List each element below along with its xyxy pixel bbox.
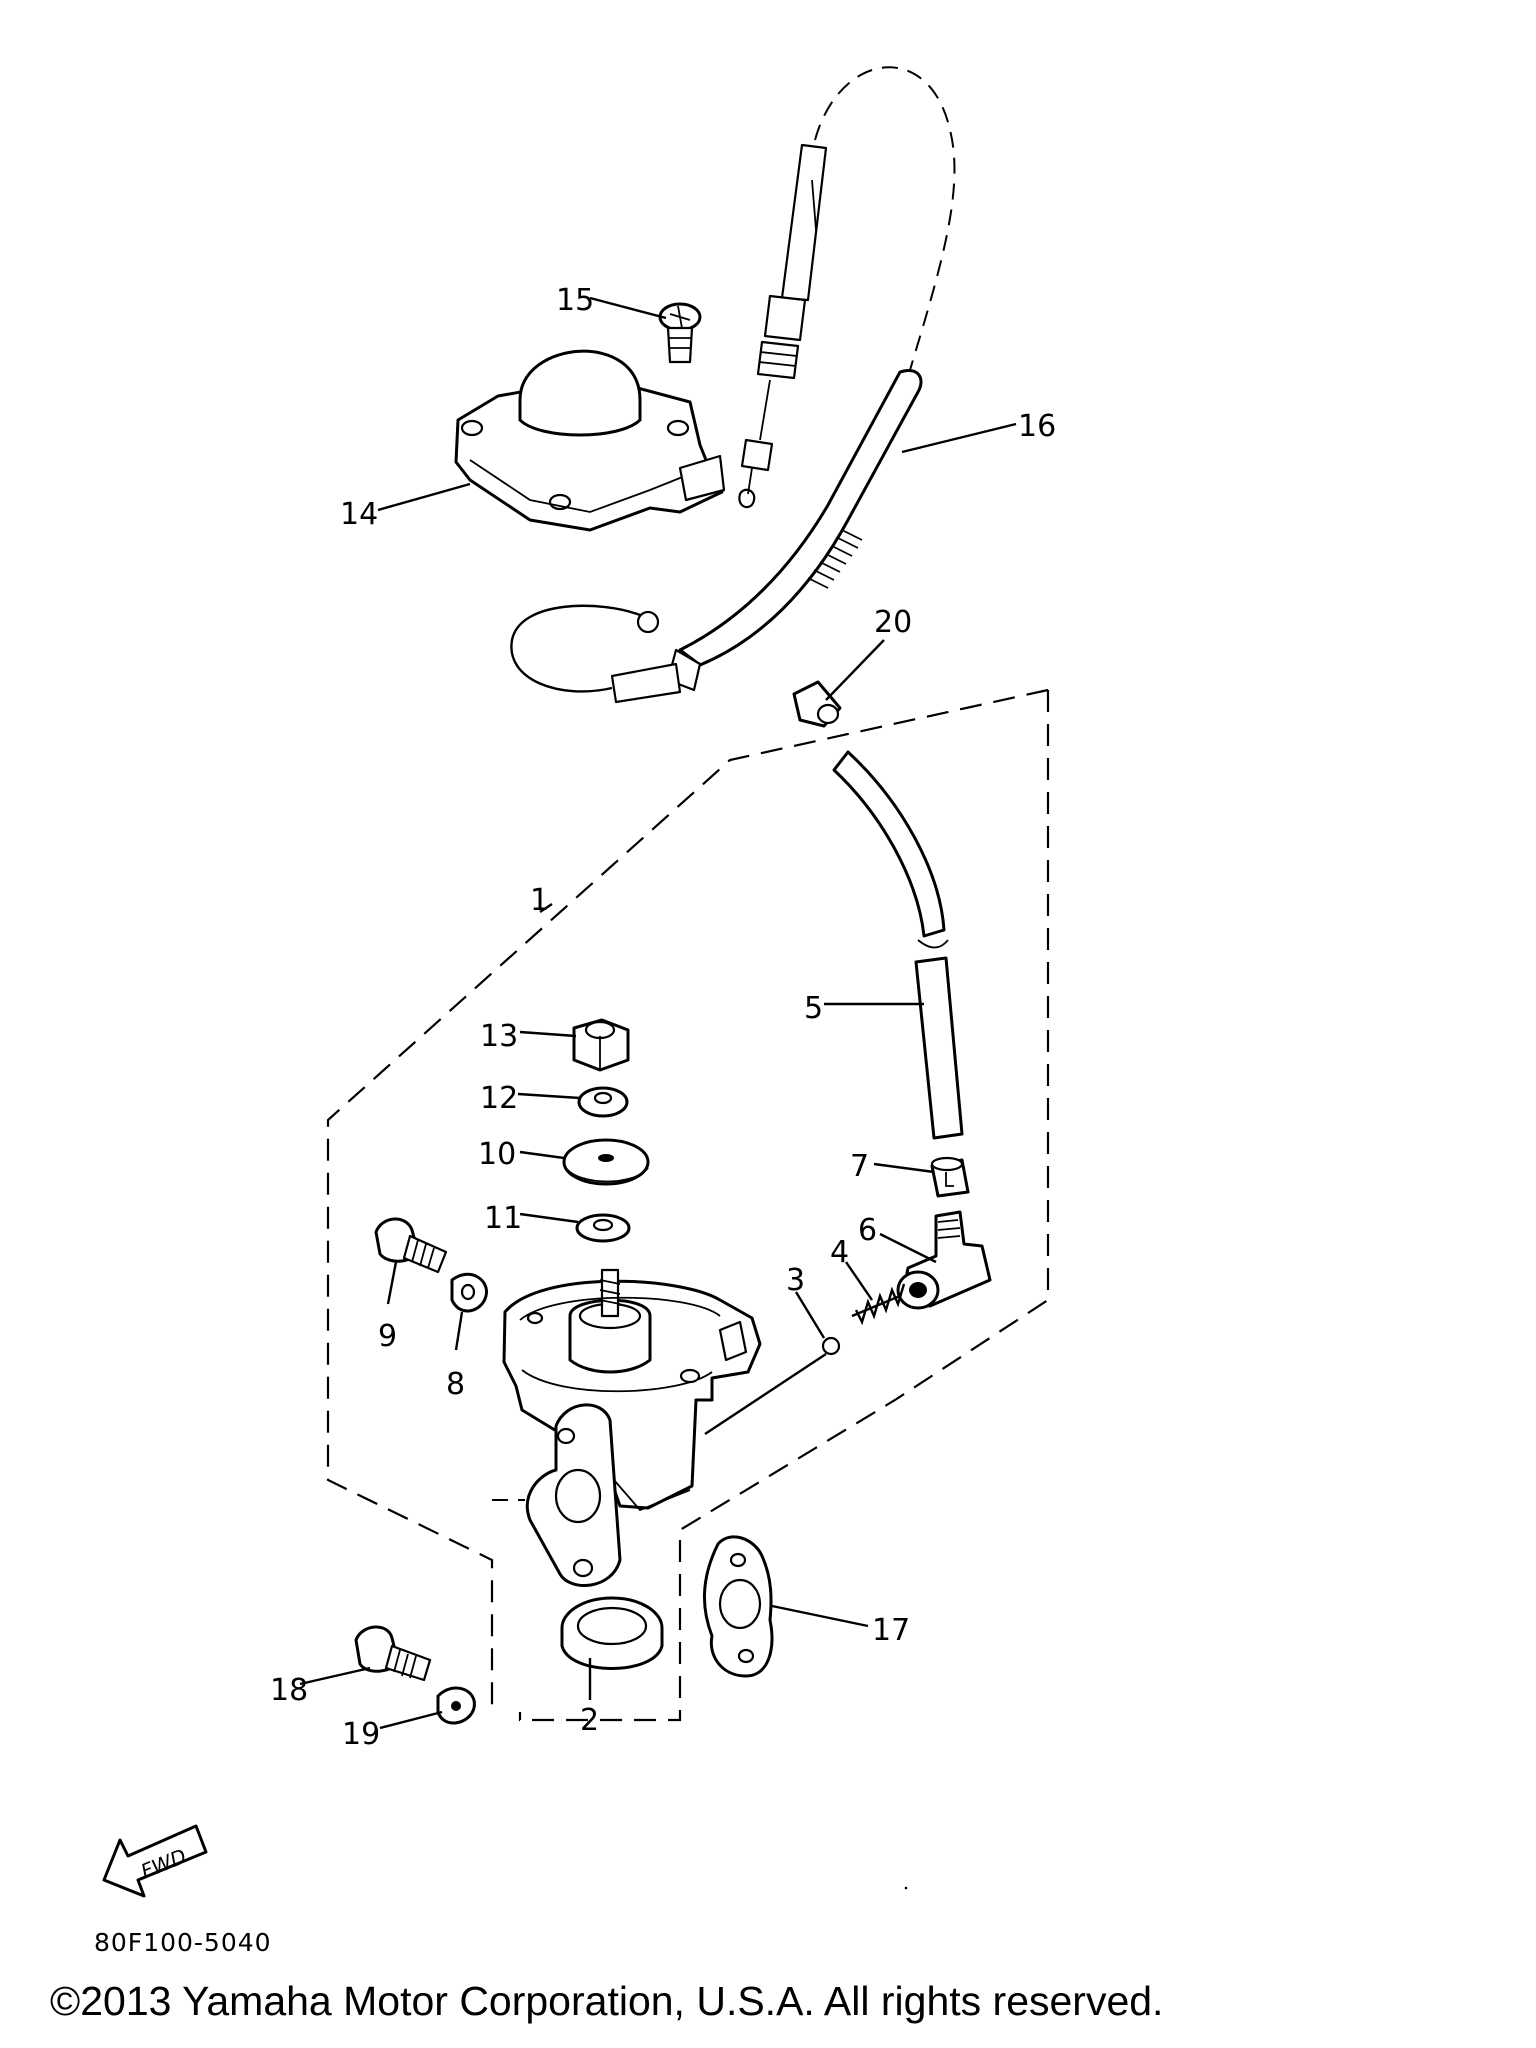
fwd-arrow-icon: FWD bbox=[102, 1824, 208, 1898]
callout-5: 5 bbox=[804, 991, 823, 1026]
diaphragm-plate-10 bbox=[562, 1138, 650, 1186]
washer-8 bbox=[450, 1272, 488, 1313]
callout-20: 20 bbox=[874, 605, 912, 640]
callout-14: 14 bbox=[340, 497, 378, 532]
callout-12: 12 bbox=[480, 1081, 518, 1116]
pump-body bbox=[502, 1268, 762, 1587]
washer-19 bbox=[436, 1686, 476, 1725]
cable-assembly bbox=[510, 66, 956, 704]
oil-seal-2 bbox=[560, 1596, 664, 1670]
bolt-9 bbox=[374, 1217, 448, 1274]
elbow-fitting-6 bbox=[896, 1210, 992, 1310]
callout-13: 13 bbox=[480, 1019, 518, 1054]
callout-10: 10 bbox=[478, 1137, 516, 1172]
callout-11: 11 bbox=[484, 1201, 522, 1236]
callout-17: 17 bbox=[872, 1613, 910, 1648]
callout-18: 18 bbox=[270, 1673, 308, 1708]
diagram-part-code: 80F100-5040 bbox=[94, 1928, 272, 1957]
ball-3 bbox=[821, 1336, 841, 1356]
speck bbox=[904, 1886, 908, 1890]
clip-7 bbox=[930, 1156, 970, 1198]
screw-15 bbox=[658, 302, 702, 364]
pump-cover-14 bbox=[454, 349, 726, 532]
callout-3: 3 bbox=[786, 1263, 805, 1298]
copyright-notice: ©2013 Yamaha Motor Corporation, U.S.A. A… bbox=[50, 1978, 1164, 2024]
callout-4: 4 bbox=[830, 1235, 849, 1270]
washer-11 bbox=[575, 1213, 631, 1243]
callout-8: 8 bbox=[446, 1367, 465, 1402]
callout-2: 2 bbox=[580, 1703, 599, 1738]
callout-1: 1 bbox=[530, 883, 549, 918]
callout-6: 6 bbox=[858, 1213, 877, 1248]
washer-12 bbox=[577, 1086, 629, 1118]
callout-16: 16 bbox=[1018, 409, 1056, 444]
callout-labels: 15 16 14 20 1 13 12 10 11 5 7 6 4 3 9 8 … bbox=[270, 283, 1056, 1752]
nut-13 bbox=[572, 1018, 630, 1072]
hose-5 bbox=[832, 750, 964, 1140]
callout-9: 9 bbox=[378, 1319, 397, 1354]
gasket-17 bbox=[703, 1535, 774, 1678]
leader-lines bbox=[299, 296, 1017, 1730]
callout-15: 15 bbox=[556, 283, 594, 318]
grommet-20 bbox=[792, 680, 842, 728]
bolt-18 bbox=[354, 1625, 432, 1682]
callout-7: 7 bbox=[850, 1149, 869, 1184]
spring-4 bbox=[851, 1283, 906, 1326]
callout-19: 19 bbox=[342, 1717, 380, 1752]
assembly-outline bbox=[326, 688, 1050, 1722]
